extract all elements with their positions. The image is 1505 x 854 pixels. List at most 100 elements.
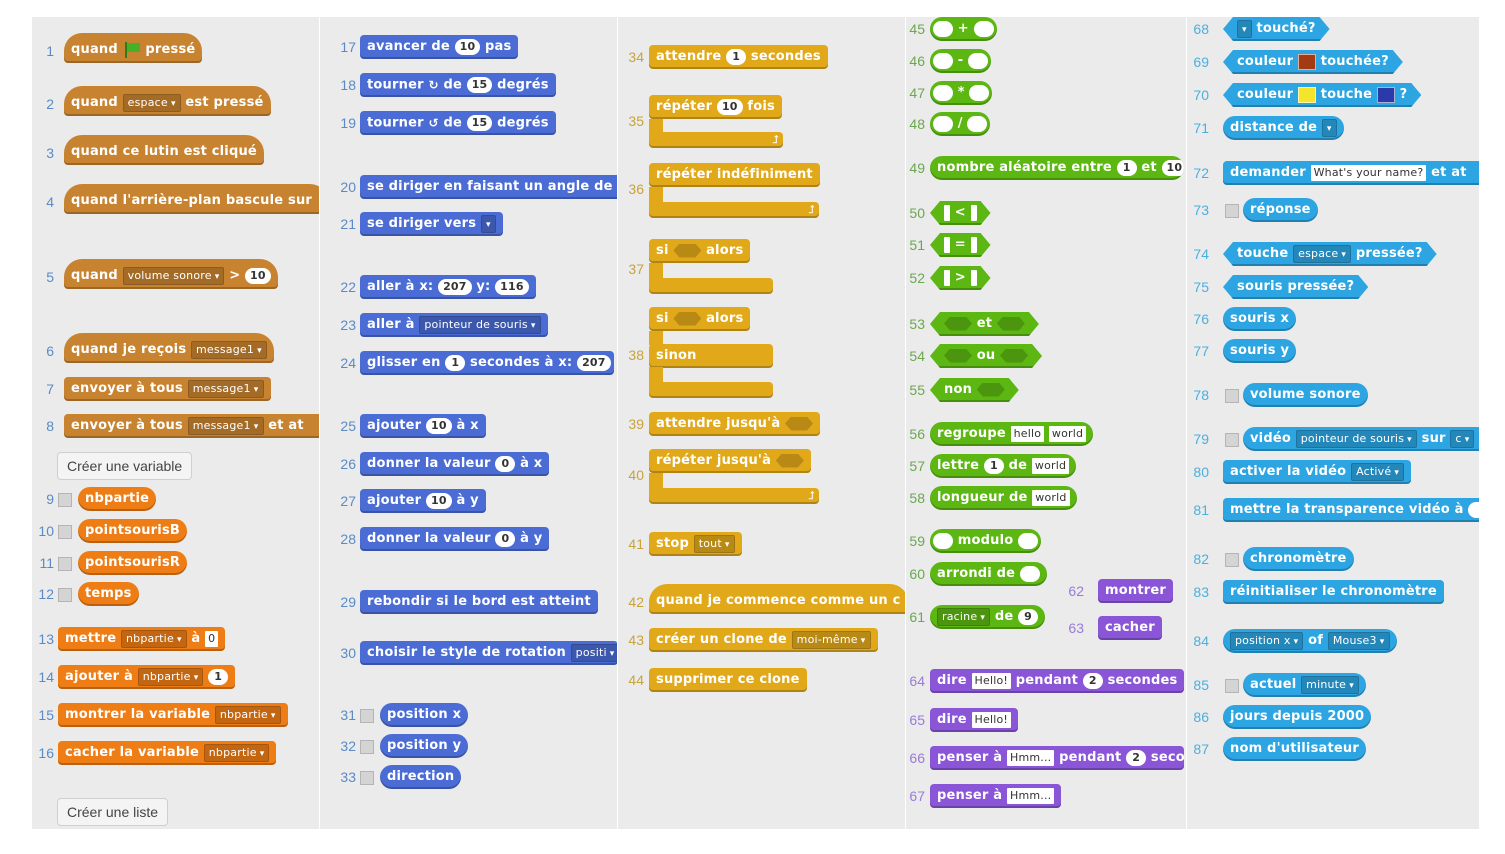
show-variable-block[interactable]: montrer la variable nbpartie (58, 703, 288, 727)
create-list-button[interactable]: Créer une liste (57, 798, 169, 826)
timer-reporter[interactable]: chronomètre (1243, 547, 1354, 571)
wait-until-block[interactable]: attendre jusqu'à (649, 412, 821, 436)
turn-left-block[interactable]: tourner ↺ de 15 degrés (360, 111, 556, 135)
text-input[interactable]: world (1032, 489, 1070, 506)
set-video-transparency-block[interactable]: mettre la transparence vidéo à (1223, 498, 1479, 522)
value-input[interactable]: 10 (426, 492, 452, 509)
when-backdrop-switches-block[interactable]: quand l'arrière-plan bascule sur (64, 184, 319, 214)
sprite-dropdown[interactable]: Mouse3 (1327, 631, 1390, 650)
variable-reporter-pointsourisb[interactable]: pointsourisB (78, 519, 187, 543)
right-operand-input[interactable] (971, 270, 977, 286)
or-block[interactable]: ou (930, 344, 1042, 368)
seconds-input[interactable]: 1 (445, 354, 466, 371)
left-operand-input[interactable] (933, 532, 953, 549)
value-input[interactable]: 10 (245, 267, 271, 284)
loudness-reporter[interactable]: volume sonore (1243, 383, 1368, 407)
say-block[interactable]: dire Hello! (930, 708, 1019, 732)
when-sprite-clicked-block[interactable]: quand ce lutin est cliqué (64, 135, 264, 165)
value-input[interactable] (1019, 565, 1040, 582)
username-reporter[interactable]: nom d'utilisateur (1223, 737, 1366, 761)
message-input[interactable]: Hello! (971, 711, 1012, 728)
x-input[interactable]: 207 (438, 278, 472, 295)
length-of-block[interactable]: longueur de world (930, 486, 1077, 510)
monitor-checkbox[interactable] (360, 740, 374, 754)
function-dropdown[interactable]: racine (937, 607, 991, 626)
sensor-dropdown[interactable]: volume sonore (122, 266, 225, 285)
less-than-block[interactable]: < (930, 201, 991, 225)
monitor-checkbox[interactable] (1225, 389, 1239, 403)
value-input[interactable]: 0 (495, 530, 516, 547)
point-in-direction-block[interactable]: se diriger en faisant un angle de (360, 175, 617, 199)
text-input[interactable]: world (1048, 425, 1087, 442)
greater-than-block[interactable]: > (930, 266, 991, 290)
glide-block[interactable]: glisser en 1 secondes à x: 207 (360, 351, 614, 375)
hide-block[interactable]: cacher (1098, 616, 1162, 640)
to-input[interactable]: 10 (1161, 159, 1184, 176)
target-dropdown[interactable] (1321, 118, 1337, 137)
broadcast-and-wait-block[interactable]: envoyer à tous message1 et at (64, 414, 319, 438)
text-input[interactable]: hello (1010, 425, 1045, 442)
left-condition-slot[interactable] (944, 349, 972, 363)
wait-seconds-block[interactable]: attendre 1 secondes (649, 45, 828, 69)
monitor-checkbox[interactable] (1225, 553, 1239, 567)
value-input[interactable]: 0 (495, 455, 516, 472)
days-since-2000-reporter[interactable]: jours depuis 2000 (1223, 705, 1372, 729)
condition-slot[interactable] (775, 453, 804, 468)
left-operand-input[interactable] (933, 20, 953, 37)
delete-clone-block[interactable]: supprimer ce clone (649, 668, 807, 692)
condition-slot[interactable] (785, 416, 814, 431)
hide-variable-block[interactable]: cacher la variable nbpartie (58, 741, 277, 765)
message-input[interactable]: Hmm... (1006, 749, 1055, 766)
time-unit-dropdown[interactable]: minute (1301, 675, 1359, 694)
when-key-pressed-block[interactable]: quand espace est pressé (64, 86, 271, 116)
when-flag-clicked-block[interactable]: quand pressé (64, 33, 203, 63)
repeat-block[interactable]: répéter 10 fois (649, 95, 782, 119)
variable-dropdown[interactable]: nbpartie (137, 667, 204, 686)
math-function-block[interactable]: racine de 9 (930, 605, 1046, 629)
message-dropdown[interactable]: message1 (187, 416, 264, 435)
message-dropdown[interactable]: message1 (191, 340, 267, 359)
create-clone-block[interactable]: créer un clone de moi-même (649, 628, 878, 652)
condition-slot[interactable] (673, 311, 702, 326)
right-operand-input[interactable] (969, 84, 990, 101)
value-input[interactable] (1468, 501, 1479, 518)
monitor-checkbox[interactable] (58, 557, 72, 571)
monitor-checkbox[interactable] (58, 493, 72, 507)
add-operator-block[interactable]: + (930, 17, 997, 41)
value-input[interactable]: 1 (726, 48, 747, 65)
variable-reporter-temps[interactable]: temps (78, 582, 139, 606)
multiply-operator-block[interactable]: * (930, 81, 993, 105)
color-picker[interactable] (1298, 54, 1316, 70)
right-condition-slot[interactable] (997, 317, 1025, 331)
left-operand-input[interactable] (933, 115, 953, 132)
go-to-xy-block[interactable]: aller à x: 207 y: 116 (360, 275, 536, 299)
letter-of-block[interactable]: lettre 1 de world (930, 454, 1077, 478)
variable-dropdown[interactable]: nbpartie (203, 743, 270, 762)
current-time-reporter[interactable]: actuel minute (1243, 673, 1366, 697)
clone-target-dropdown[interactable]: moi-même (791, 630, 871, 649)
text-input[interactable]: world (1031, 457, 1070, 474)
question-input[interactable]: What's your name? (1310, 164, 1427, 181)
monitor-checkbox[interactable] (1225, 433, 1239, 447)
condition-slot[interactable] (673, 243, 702, 258)
rotation-style-dropdown[interactable]: positi (570, 643, 617, 662)
mouse-x-reporter[interactable]: souris x (1223, 307, 1297, 331)
create-variable-button[interactable]: Créer une variable (57, 452, 193, 480)
monitor-checkbox[interactable] (360, 771, 374, 785)
value-input[interactable]: 1 (208, 668, 229, 685)
value-input[interactable]: 0 (205, 630, 219, 647)
monitor-checkbox[interactable] (58, 525, 72, 539)
forever-block[interactable]: répéter indéfiniment (649, 163, 820, 187)
key-pressed-block[interactable]: touche espace pressée? (1223, 242, 1437, 266)
value-input[interactable]: 9 (1018, 608, 1039, 625)
x-position-reporter[interactable]: position x (380, 703, 469, 727)
video-target-dropdown[interactable]: c (1450, 429, 1475, 448)
equals-block[interactable]: = (930, 233, 991, 257)
value-input[interactable]: 15 (466, 77, 493, 93)
video-attribute-dropdown[interactable]: pointeur de souris (1295, 429, 1417, 448)
left-operand-input[interactable] (944, 205, 950, 221)
left-operand-input[interactable] (933, 84, 953, 101)
variable-dropdown[interactable]: nbpartie (120, 629, 187, 648)
stop-block[interactable]: stop tout (649, 532, 742, 556)
if-then-block[interactable]: si alors (649, 239, 751, 263)
